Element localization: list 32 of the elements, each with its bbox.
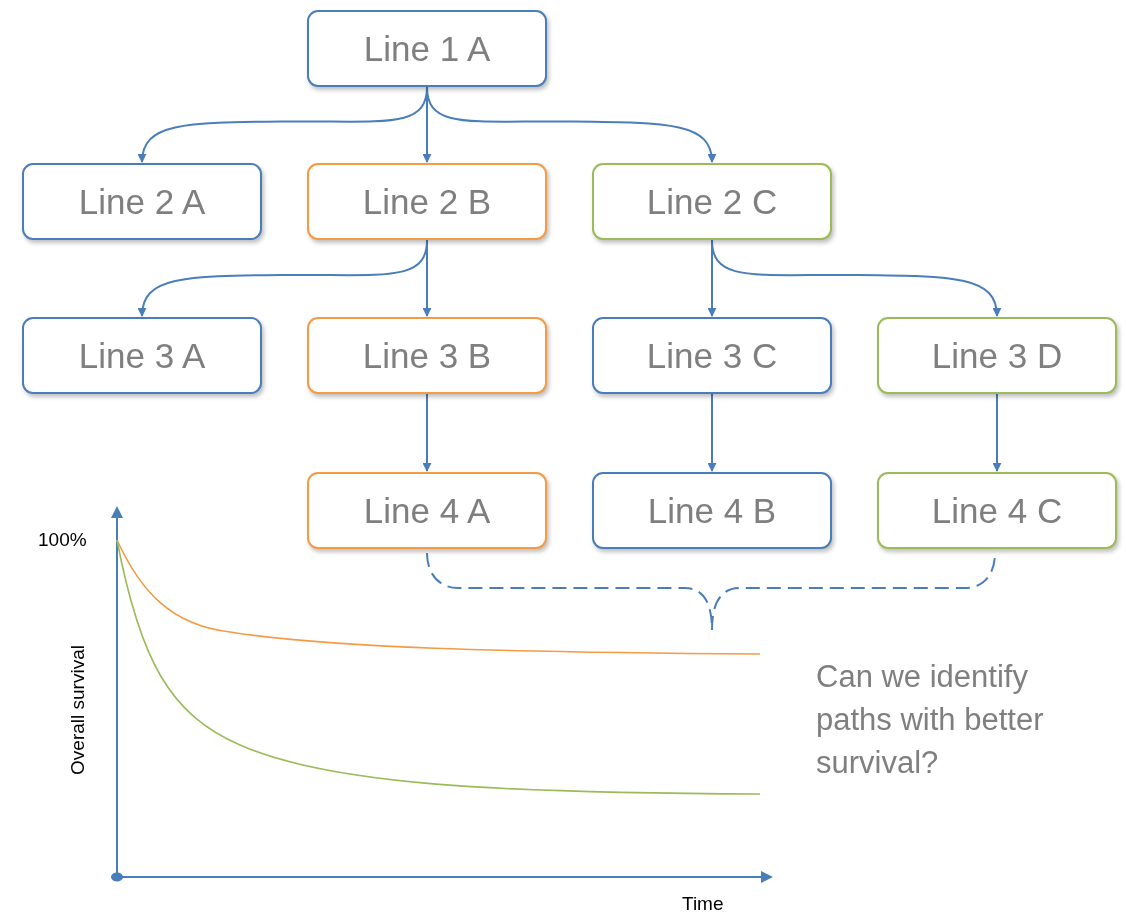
arrow: [711, 239, 1001, 317]
process-box: [877, 472, 1117, 549]
process-box: [307, 163, 547, 240]
axis-tick-label: 100%: [38, 529, 87, 551]
arrow: [426, 86, 716, 163]
process-box: [877, 317, 1117, 394]
process-box: [307, 317, 547, 394]
box-label: Line 2 B: [362, 181, 492, 222]
process-box: [307, 472, 547, 549]
process-box: [592, 163, 832, 240]
box-label: Line 4 B: [647, 490, 777, 531]
box-label: Line 4 C: [931, 490, 1063, 531]
process-box: [592, 317, 832, 394]
process-box: [307, 10, 547, 87]
box-label: Line 3 D: [931, 335, 1063, 376]
box-label: Line 4 A: [363, 490, 491, 531]
question-text: Can we identify paths with better survival?: [816, 658, 1045, 782]
arrow: [992, 393, 1002, 472]
arrow: [422, 239, 432, 317]
arrow: [422, 393, 432, 472]
axis-title: Time: [682, 893, 724, 915]
box-label: Line 3 B: [362, 335, 492, 376]
box-label: Line 2 A: [78, 181, 206, 222]
arrow: [707, 393, 717, 472]
box-label: Line 3 C: [646, 335, 778, 376]
process-box: [22, 317, 262, 394]
process-box: [592, 472, 832, 549]
box-label: Line 1 A: [363, 28, 491, 69]
box-label: Line 2 C: [646, 181, 778, 222]
axis-title: Overall survival: [66, 645, 89, 775]
process-box: [22, 163, 262, 240]
box-label: Line 3 A: [78, 335, 206, 376]
